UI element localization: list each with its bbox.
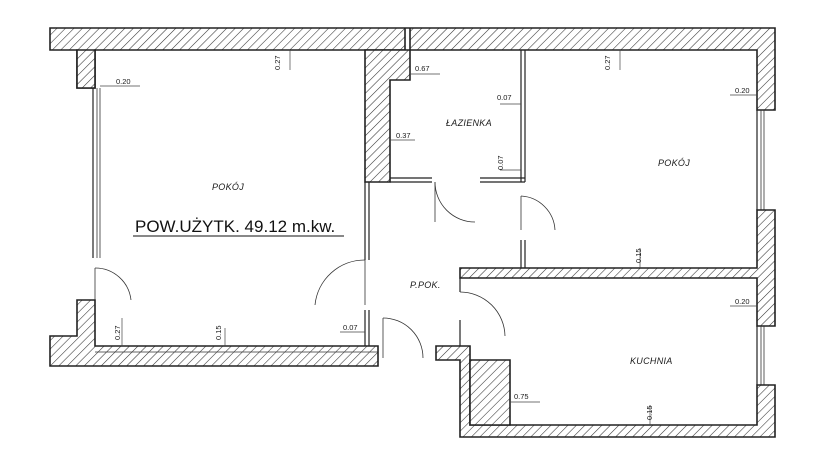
usable-area-label: POW.UŻYTK. 49.12 m.kw. [135, 217, 335, 236]
wall-bottom-left [49, 299, 379, 367]
dim-label: 0.75 [514, 392, 529, 401]
wall-right-bottom [435, 345, 776, 438]
window-right-bottom [756, 326, 765, 385]
dim-label: 0.15 [645, 405, 654, 420]
room-label-przedpokoj: P.POK. [410, 280, 441, 290]
room-label-kuchnia: KUCHNIA [630, 356, 673, 366]
dim-label: 0.07 [496, 155, 505, 170]
dimension-lines [100, 50, 757, 425]
dim-label: 0.07 [497, 93, 512, 102]
partitions [364, 50, 526, 346]
dim-label: 0.15 [634, 248, 643, 263]
dim-label: 0.27 [273, 55, 282, 70]
window-right-top [756, 110, 765, 210]
dim-label: 0.27 [603, 55, 612, 70]
dim-label: 0.67 [415, 64, 430, 73]
wall-left-top [76, 49, 96, 89]
room-label-pokoj-left: POKÓJ [212, 182, 244, 192]
dim-label: 0.37 [396, 131, 411, 140]
dim-label: 0.27 [113, 325, 122, 340]
wall-right-middle [459, 209, 776, 327]
wall-top [49, 27, 776, 111]
dim-label: 0.07 [343, 323, 358, 332]
window-left [92, 88, 101, 258]
dim-label: 0.20 [735, 297, 750, 306]
dim-label: 0.20 [735, 86, 750, 95]
doors [94, 181, 556, 359]
wall-center-upper [364, 49, 411, 183]
room-label-pokoj-right: POKÓJ [658, 158, 690, 168]
dim-label: 0.15 [214, 325, 223, 340]
dim-label: 0.20 [116, 77, 131, 86]
room-label-lazienka: ŁAZIENKA [446, 118, 492, 128]
wall-kitchen-corner [469, 359, 511, 426]
